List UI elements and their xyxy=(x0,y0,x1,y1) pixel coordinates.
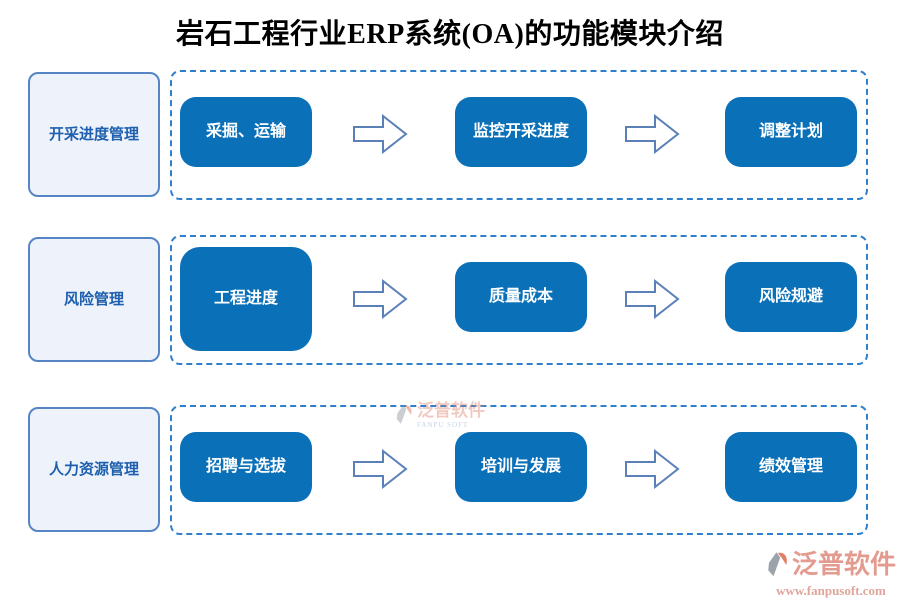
step-box: 调整计划 xyxy=(725,97,857,167)
step-label: 质量成本 xyxy=(488,288,553,306)
row-label-text: 风险管理 xyxy=(63,291,124,308)
footer-brand-logo: 泛普软件 www.fanpusoft.com xyxy=(766,548,896,599)
step-box: 工程进度 xyxy=(180,247,312,351)
step-box: 采掘、运输 xyxy=(180,97,312,167)
flow-arrow-icon xyxy=(625,449,680,489)
footer-url-text: www.fanpusoft.com xyxy=(776,583,886,598)
row-label-hr: 人力资源管理 xyxy=(28,407,160,532)
lane-risk: 工程进度 质量成本 风险规避 xyxy=(170,235,868,365)
step-box: 监控开采进度 xyxy=(455,97,587,167)
flow-arrow-icon xyxy=(625,114,680,154)
footer-brand-text: 泛普软件 xyxy=(791,550,896,579)
step-box: 质量成本 xyxy=(455,262,587,332)
lane-hr: 招聘与选拔 培训与发展 绩效管理 xyxy=(170,405,868,535)
lane-mining-progress: 采掘、运输 监控开采进度 调整计划 xyxy=(170,70,868,200)
row-label-text: 人力资源管理 xyxy=(48,461,139,478)
step-label: 调整计划 xyxy=(758,123,823,141)
step-label: 招聘与选拔 xyxy=(205,458,286,476)
step-box: 风险规避 xyxy=(725,262,857,332)
flow-arrow-icon xyxy=(353,114,408,154)
step-label: 工程进度 xyxy=(213,290,278,308)
fanpu-logo-icon xyxy=(768,552,787,577)
flow-arrow-icon xyxy=(625,279,680,319)
step-label: 监控开采进度 xyxy=(472,123,569,141)
step-box: 培训与发展 xyxy=(455,432,587,502)
row-label-risk: 风险管理 xyxy=(28,237,160,362)
row-label-text: 开采进度管理 xyxy=(48,126,139,143)
flow-arrow-icon xyxy=(353,279,408,319)
step-label: 绩效管理 xyxy=(758,458,823,476)
step-box: 绩效管理 xyxy=(725,432,857,502)
step-box: 招聘与选拔 xyxy=(180,432,312,502)
flow-arrow-icon xyxy=(353,449,408,489)
page-title: 岩石工程行业ERP系统(OA)的功能模块介绍 xyxy=(176,19,724,50)
step-label: 风险规避 xyxy=(758,288,823,306)
row-label-mining-progress: 开采进度管理 xyxy=(28,72,160,197)
step-label: 培训与发展 xyxy=(480,458,561,476)
step-label: 采掘、运输 xyxy=(205,123,286,141)
